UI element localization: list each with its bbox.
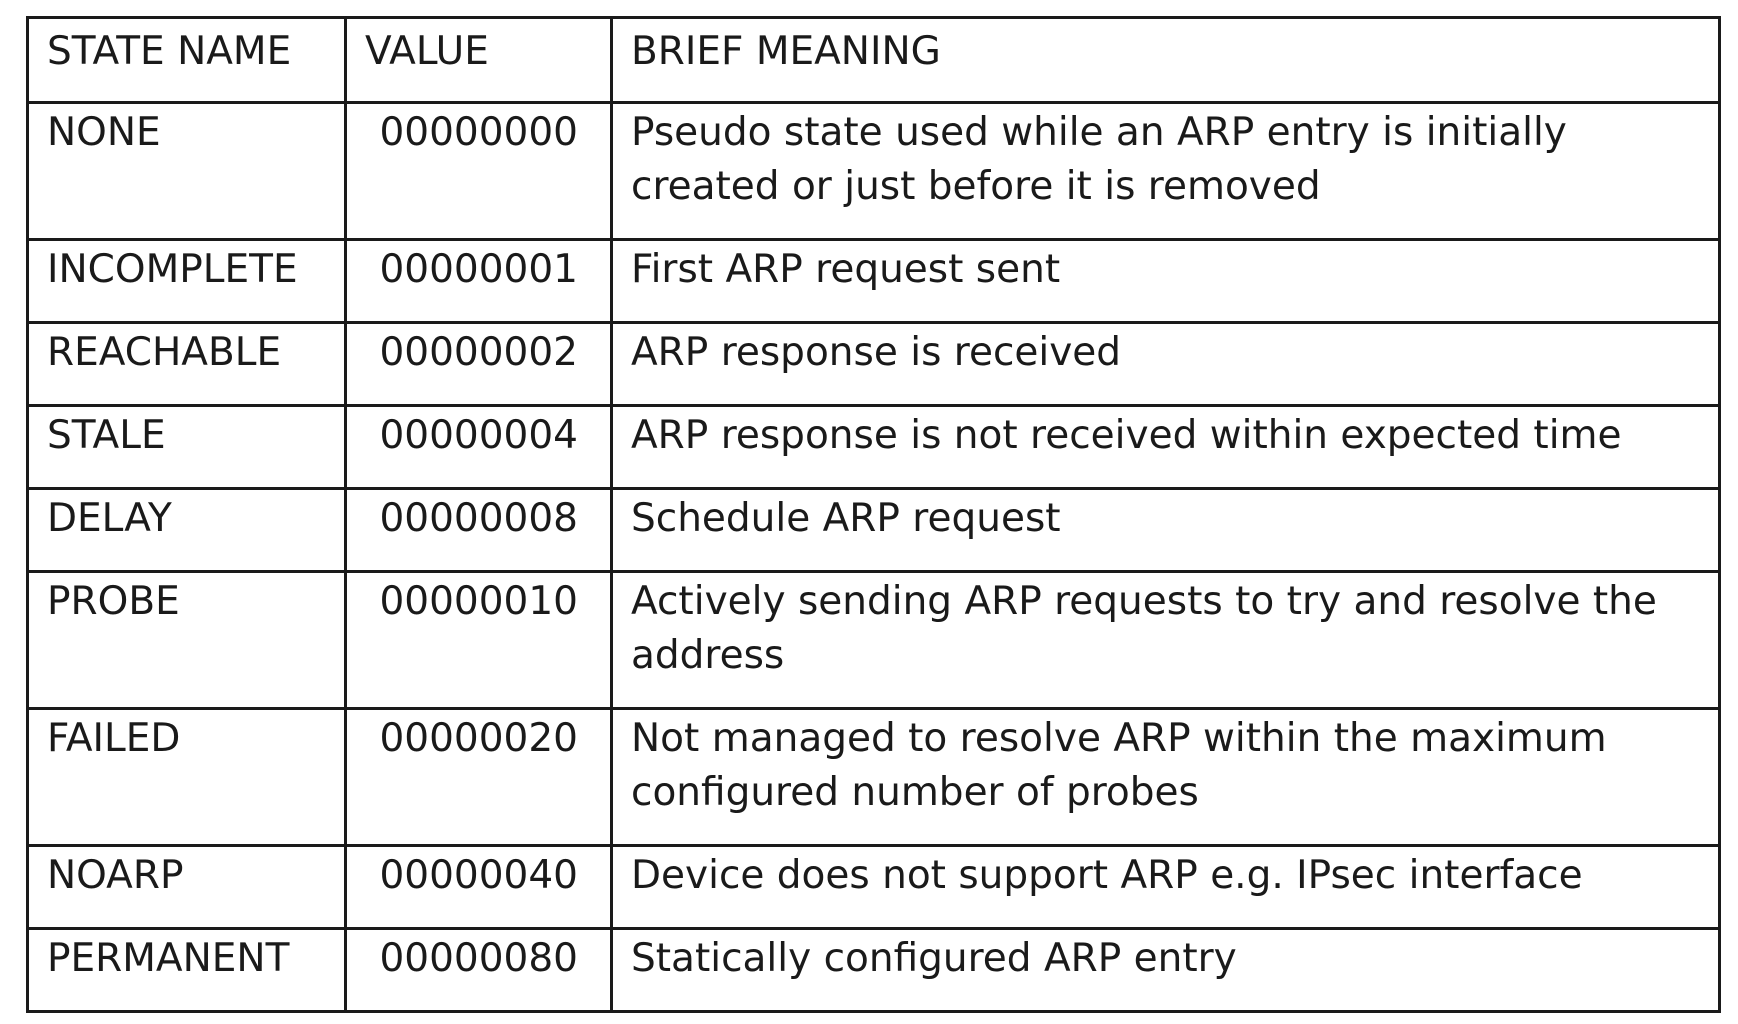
meaning-cell: Not managed to resolve ARP within the ma…	[610, 707, 1721, 847]
table-row: PROBE 00000010 Actively sending ARP requ…	[26, 570, 1721, 710]
value-cell: 00000020	[344, 707, 613, 847]
table-row: NOARP 00000040 Device does not support A…	[26, 844, 1721, 930]
meaning-cell: ARP response is not received within expe…	[610, 404, 1721, 490]
state-name-cell: NONE	[26, 101, 347, 241]
meaning-cell: Device does not support ARP e.g. IPsec i…	[610, 844, 1721, 930]
value-cell: 00000008	[344, 487, 613, 573]
table-row: NONE 00000000 Pseudo state used while an…	[26, 101, 1721, 241]
meaning-cell: ARP response is received	[610, 321, 1721, 407]
meaning-cell: Schedule ARP request	[610, 487, 1721, 573]
table-row: INCOMPLETE 00000001 First ARP request se…	[26, 238, 1721, 324]
table-row: REACHABLE 00000002 ARP response is recei…	[26, 321, 1721, 407]
table-row: STALE 00000004 ARP response is not recei…	[26, 404, 1721, 490]
value-cell: 00000010	[344, 570, 613, 710]
header-brief-meaning: BRIEF MEANING	[610, 16, 1721, 104]
value-cell: 00000080	[344, 927, 613, 1013]
value-cell: 00000000	[344, 101, 613, 241]
value-cell: 00000001	[344, 238, 613, 324]
meaning-cell: First ARP request sent	[610, 238, 1721, 324]
meaning-cell: Actively sending ARP requests to try and…	[610, 570, 1721, 710]
state-name-cell: STALE	[26, 404, 347, 490]
header-row: STATE NAME VALUE BRIEF MEANING	[26, 16, 1721, 104]
value-cell: 00000004	[344, 404, 613, 490]
state-name-cell: DELAY	[26, 487, 347, 573]
meaning-cell: Pseudo state used while an ARP entry is …	[610, 101, 1721, 241]
meaning-cell: Statically configured ARP entry	[610, 927, 1721, 1013]
table-row: DELAY 00000008 Schedule ARP request	[26, 487, 1721, 573]
table-row: FAILED 00000020 Not managed to resolve A…	[26, 707, 1721, 847]
value-cell: 00000040	[344, 844, 613, 930]
state-name-cell: INCOMPLETE	[26, 238, 347, 324]
state-name-cell: NOARP	[26, 844, 347, 930]
state-name-cell: PROBE	[26, 570, 347, 710]
state-name-cell: PERMANENT	[26, 927, 347, 1013]
header-value: VALUE	[344, 16, 613, 104]
header-state-name: STATE NAME	[26, 16, 347, 104]
value-cell: 00000002	[344, 321, 613, 407]
arp-state-table: STATE NAME VALUE BRIEF MEANING NONE 0000…	[26, 16, 1721, 1013]
state-name-cell: FAILED	[26, 707, 347, 847]
state-name-cell: REACHABLE	[26, 321, 347, 407]
table-row: PERMANENT 00000080 Statically configured…	[26, 927, 1721, 1013]
